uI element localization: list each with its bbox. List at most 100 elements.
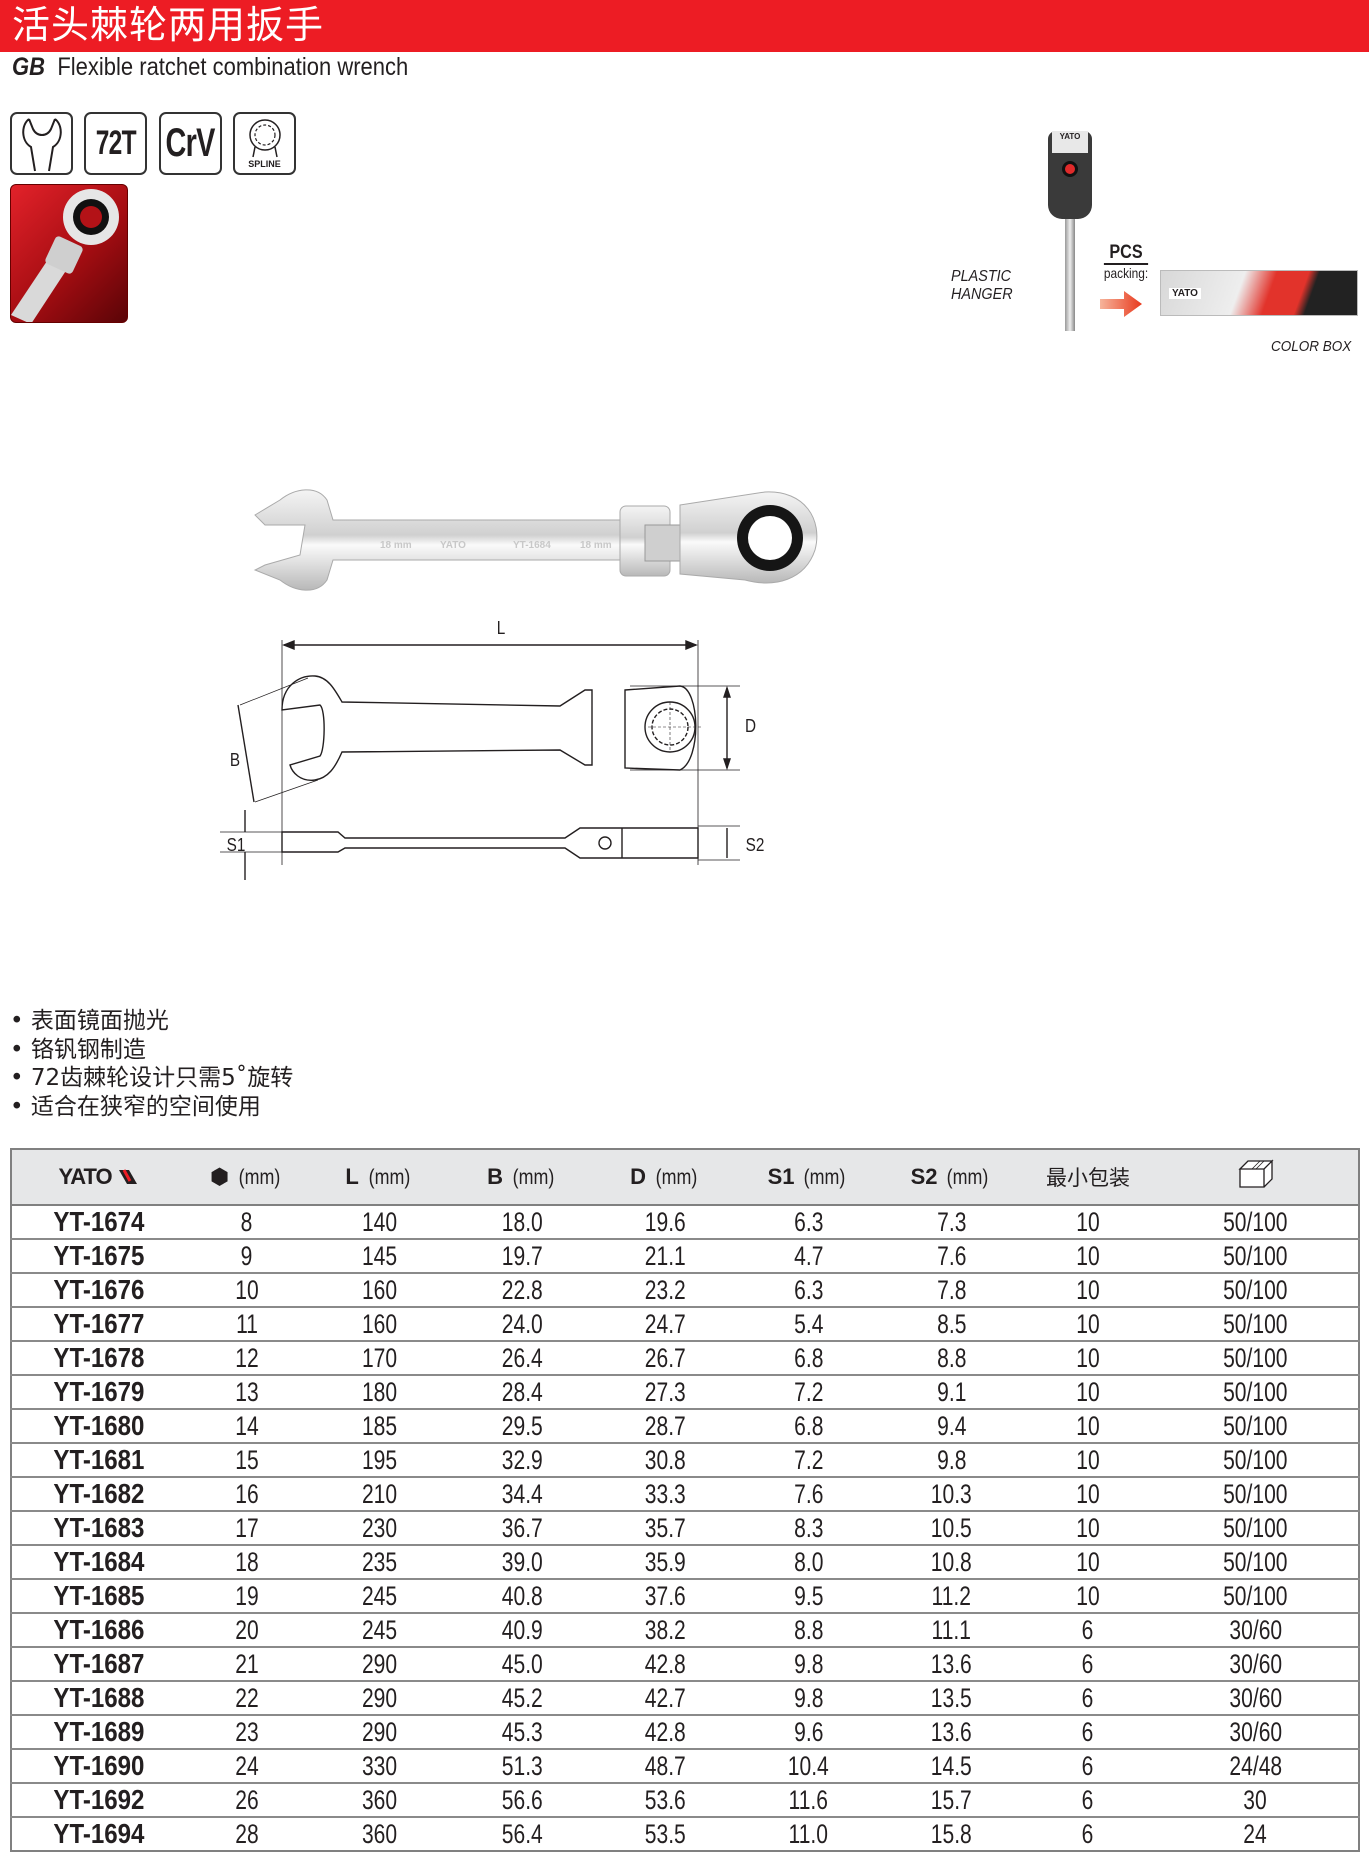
value-cell: 42.8 [594, 1647, 737, 1682]
value-cell: 9.6 [737, 1715, 880, 1750]
value-cell: 7.2 [737, 1443, 880, 1478]
plastic-hanger-image: YATO [1048, 113, 1092, 331]
value-cell: 29.5 [451, 1409, 594, 1444]
value-cell: 19.6 [594, 1205, 737, 1240]
value-cell: 50/100 [1153, 1545, 1359, 1580]
value-cell: 145 [308, 1239, 451, 1274]
value-cell: 24.7 [594, 1307, 737, 1342]
value-cell: 42.8 [594, 1715, 737, 1750]
value-cell: 50/100 [1153, 1307, 1359, 1342]
svg-text:18 mm: 18 mm [580, 540, 612, 551]
value-cell: 11.0 [788, 1819, 829, 1849]
model-cell: YT-1694 [53, 1818, 145, 1849]
value-cell: 10.5 [880, 1511, 1023, 1546]
value-cell: 5.4 [737, 1307, 880, 1342]
col-header-L: L (mm) [308, 1149, 451, 1206]
value-cell: 42.7 [594, 1681, 737, 1716]
col-unit: (mm) [655, 1166, 698, 1189]
yato-logo: YATO [58, 1164, 113, 1189]
value-cell: 15.7 [880, 1783, 1023, 1818]
standard-label: GB [12, 53, 45, 81]
spec-table: YATO ⬢ (mm) L (mm) B (mm) D (mm) S1 (mm) [10, 1148, 1360, 1852]
value-cell: 10.3 [880, 1477, 1023, 1512]
col-header-D: D (mm) [594, 1149, 737, 1206]
value-cell: 50/100 [1153, 1579, 1359, 1614]
value-cell: 170 [308, 1341, 451, 1376]
value-cell: 160 [308, 1273, 451, 1308]
model-cell: YT-1684 [11, 1545, 186, 1580]
col-header-model: YATO [11, 1149, 186, 1206]
value-cell: 50/100 [1153, 1239, 1359, 1274]
value-cell: 16 [186, 1477, 308, 1512]
value-cell: 30/60 [1153, 1681, 1359, 1716]
pcs-packing: PCS packing: [1100, 243, 1152, 281]
value-cell: 140 [308, 1205, 451, 1240]
value-cell: 36.7 [451, 1511, 594, 1546]
value-cell: 8.8 [880, 1341, 1023, 1376]
value-cell: 33.3 [594, 1477, 737, 1512]
open-end-wrench-icon [21, 117, 62, 171]
value-cell: 360 [361, 1819, 398, 1849]
value-cell: 27.3 [594, 1375, 737, 1410]
value-cell: 10 [1023, 1205, 1153, 1240]
value-cell: 7.8 [880, 1273, 1023, 1308]
col-symbol: S1 [767, 1164, 795, 1189]
model-cell: YT-1688 [11, 1681, 186, 1716]
teeth-count-label: 72T [95, 124, 136, 162]
value-cell: 37.6 [594, 1579, 737, 1614]
value-cell: 6 [1082, 1819, 1094, 1849]
value-cell: 9 [186, 1239, 308, 1274]
value-cell: 180 [308, 1375, 451, 1410]
col-unit: (mm) [512, 1166, 555, 1189]
value-cell: 6.8 [737, 1341, 880, 1376]
value-cell: 50/100 [1153, 1205, 1359, 1240]
value-cell: 48.7 [594, 1749, 737, 1784]
col-unit: (mm) [368, 1166, 410, 1189]
table-header-row: YATO ⬢ (mm) L (mm) B (mm) D (mm) S1 (mm) [11, 1149, 1359, 1206]
model-cell: YT-1677 [11, 1307, 186, 1342]
value-cell: 245 [308, 1579, 451, 1614]
value-cell: 8 [186, 1205, 308, 1240]
value-cell: 35.9 [594, 1545, 737, 1580]
model-cell: YT-1683 [11, 1511, 186, 1546]
model-cell: YT-1676 [11, 1273, 186, 1308]
col-symbol: B [487, 1164, 504, 1189]
value-cell: 6 [1023, 1749, 1153, 1784]
col-unit: (mm) [238, 1166, 281, 1189]
value-cell: 53.5 [645, 1819, 686, 1849]
value-cell: 235 [308, 1545, 451, 1580]
value-cell: 9.5 [737, 1579, 880, 1614]
value-cell: 290 [308, 1681, 451, 1716]
value-cell: 50/100 [1153, 1341, 1359, 1376]
value-cell: 10 [1023, 1443, 1153, 1478]
value-cell: 45.3 [451, 1715, 594, 1750]
ratchet-head-icon [11, 189, 119, 322]
value-cell: 23 [186, 1715, 308, 1750]
value-cell: 53.6 [594, 1783, 737, 1818]
hex-size-icon: ⬢ [209, 1164, 230, 1189]
feature-item: 表面镜面抛光 [10, 1007, 293, 1036]
color-box-image: YATO [1160, 270, 1358, 316]
value-cell: 10 [1023, 1341, 1153, 1376]
value-cell: 10 [186, 1273, 308, 1308]
ratchet-closeup-photo [10, 184, 128, 323]
dim-label-B: B [229, 750, 241, 770]
value-cell: 290 [308, 1715, 451, 1750]
value-cell: 38.2 [594, 1613, 737, 1648]
value-cell: 8.5 [880, 1307, 1023, 1342]
col-symbol: L [345, 1164, 359, 1189]
box-brand: YATO [1169, 288, 1201, 299]
value-cell: 50/100 [1153, 1477, 1359, 1512]
value-cell: 8.0 [737, 1545, 880, 1580]
value-cell: 18 [186, 1545, 308, 1580]
value-cell: 15 [186, 1443, 308, 1478]
model-cell: YT-1687 [11, 1647, 186, 1682]
value-cell: 8.3 [737, 1511, 880, 1546]
